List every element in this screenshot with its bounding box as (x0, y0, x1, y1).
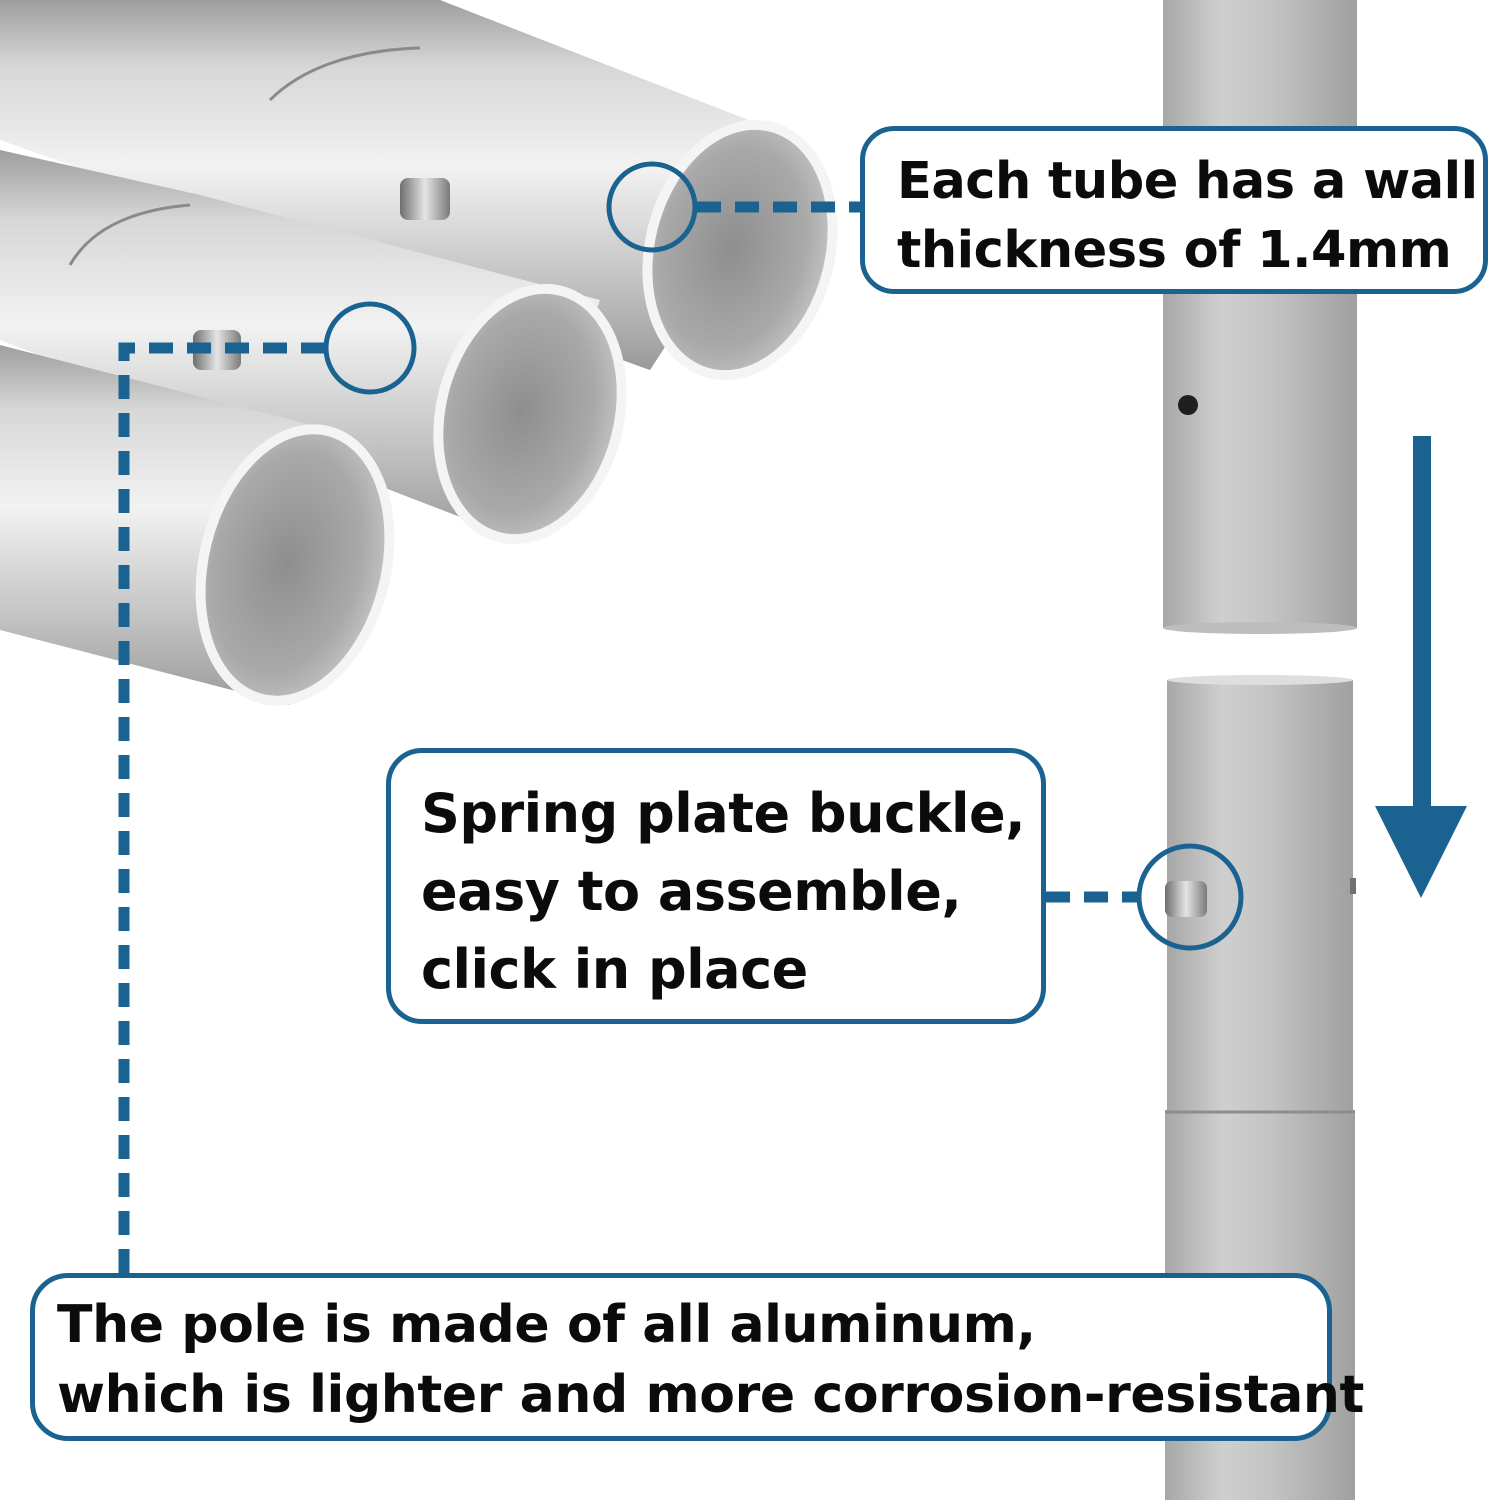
leader-lines (118, 201, 1138, 1273)
callout-spring-buckle: Spring plate buckle, easy to assemble, c… (386, 748, 1046, 1024)
arrow-down-icon (1375, 436, 1467, 898)
spring-pin (1165, 881, 1207, 917)
tube-bottom (0, 345, 395, 706)
highlight-ring-pin (323, 301, 417, 395)
callout-text: which is lighter and more corrosion-resi… (57, 1365, 1364, 1425)
callout-text: Spring plate buckle, (421, 782, 1026, 845)
tube-top (0, 0, 838, 381)
highlight-ring-buckle (1136, 843, 1244, 951)
tube-middle (0, 150, 627, 545)
highlight-ring-wall (606, 161, 698, 253)
callout-text: Each tube has a wall (897, 152, 1478, 211)
vertical-pole (1163, 0, 1357, 1500)
callout-wall-thickness: Each tube has a wall thickness of 1.4mm (860, 126, 1488, 294)
callout-text: click in place (421, 938, 808, 1001)
callout-text: thickness of 1.4mm (897, 221, 1452, 280)
callout-material: The pole is made of all aluminum, which … (30, 1273, 1364, 1441)
pole-hole (1178, 395, 1198, 415)
callout-text: easy to assemble, (421, 860, 962, 923)
callout-text: The pole is made of all aluminum, (57, 1295, 1036, 1355)
